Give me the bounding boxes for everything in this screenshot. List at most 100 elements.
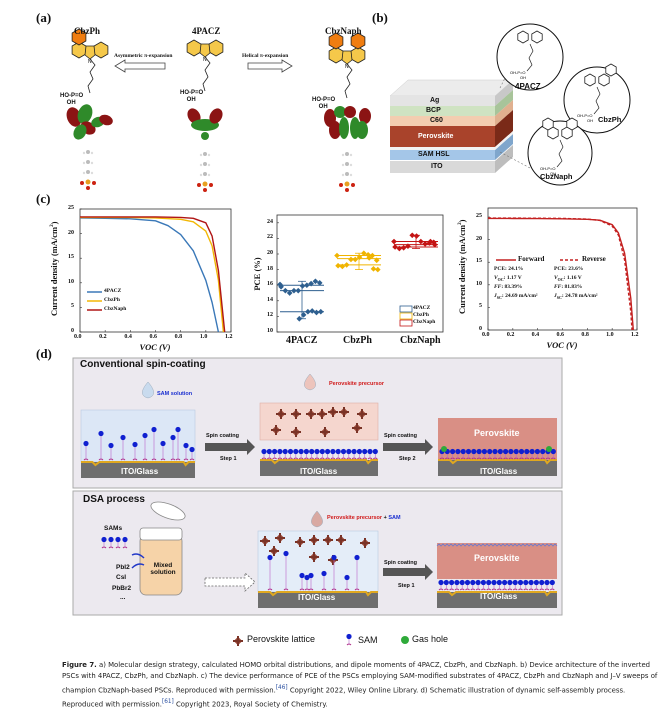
sam-molecule-head — [314, 448, 320, 455]
sam-molecule-head — [518, 448, 525, 455]
gas-hole — [441, 446, 447, 452]
data-point — [312, 278, 319, 285]
sam-molecule-head — [550, 448, 556, 455]
perovskite-lattice-icon-bar — [343, 407, 345, 417]
y-tick-label: 24 — [267, 218, 273, 225]
y-tick-label: 15 — [476, 258, 482, 265]
reference-61[interactable]: [61] — [161, 698, 174, 705]
oxygen-atom — [86, 186, 90, 190]
sam-molecule-head — [356, 448, 362, 455]
sam-molecule-head — [460, 448, 466, 455]
homo-orbital-lobe — [329, 121, 341, 139]
spin-coating-arrow-1 — [205, 439, 255, 455]
device-layer-bcp — [390, 106, 495, 116]
atom — [349, 153, 353, 157]
sam-molecule-head — [508, 448, 514, 455]
sam-molecule-head — [450, 448, 456, 455]
legend-gas-hole-label: Gas hole — [412, 634, 449, 644]
legend-swatch-4pacz — [399, 305, 413, 313]
sam-molecule-head — [83, 440, 89, 447]
sam-molecule-head — [330, 448, 336, 455]
oxygen-atom — [203, 188, 207, 192]
spin-coating-label-2: Spin coating — [384, 433, 417, 439]
benzene-ring — [186, 39, 202, 57]
data-point — [348, 256, 354, 263]
y-tick-label: 25 — [476, 213, 482, 220]
atom — [341, 173, 345, 177]
data-point — [335, 262, 341, 269]
dsa-step1-label: Step 1 — [398, 583, 415, 589]
dsa-substrate-label-1: ITO/Glass — [298, 593, 336, 602]
sam-molecule-head — [266, 448, 272, 455]
legend-label-cbzph: CbzPh — [104, 297, 120, 303]
reference-46[interactable]: [46] — [275, 684, 288, 691]
zoom-line — [499, 151, 531, 169]
jv-curve-cbzph — [80, 216, 225, 333]
molecule-circle-4pacz — [496, 23, 564, 91]
atom — [207, 163, 211, 167]
perovskite-precursor-layer — [259, 402, 379, 441]
legend-gas-hole-icon — [401, 636, 409, 644]
homo-orbital-lobe — [187, 108, 201, 124]
y-axis-label: Current density (mA/cm2) — [49, 221, 59, 316]
perovskite-lattice-icon-bar — [264, 536, 266, 546]
legend-lattice-icon-bar — [237, 636, 239, 646]
phosphorus-atom — [85, 179, 91, 185]
legend-label-4pacz: 4PACZ — [104, 288, 122, 294]
sam-molecule-head — [507, 579, 513, 586]
chart2-frame — [276, 214, 444, 333]
sam-molecule-head — [132, 441, 138, 448]
legend-label-reverse: Reverse — [582, 255, 606, 263]
device-layer-ag — [390, 96, 495, 106]
reagent-more: ... — [120, 594, 126, 601]
panel-d-label: (d) — [36, 346, 52, 361]
sam-molecule-head — [549, 579, 555, 586]
legend-lattice-label: Perovskite lattice — [247, 634, 316, 644]
sam-molecule-head — [539, 579, 545, 586]
atom — [82, 161, 86, 165]
x-tick-label: 1.0 — [199, 334, 208, 340]
sam-molecule-head — [293, 448, 299, 455]
stat-voc: VOC: 1.17 V — [494, 275, 522, 283]
sam-solution-label: SAM solution — [157, 391, 193, 397]
data-point — [431, 241, 438, 248]
sam-molecule-head — [277, 448, 283, 455]
hydroxyl: OH — [550, 171, 556, 176]
legend-swatch-cbzph — [399, 312, 413, 320]
data-point — [291, 287, 297, 294]
atom — [203, 172, 207, 176]
top-sam-layer — [436, 543, 558, 547]
homo-orbital-lobe — [339, 117, 349, 139]
expanded-ring — [328, 32, 344, 50]
dsa-precursor-label: Perovskite precursor + SAM — [327, 515, 401, 521]
perovskite-lattice-icon-bar — [273, 546, 275, 556]
oxygen-atom — [351, 183, 355, 187]
substrate-3-ito-glass — [438, 460, 557, 476]
figure-caption: Figure 7. a) Molecular design strategy, … — [62, 661, 658, 708]
perovskite-lattice-icon-bar — [279, 533, 281, 543]
sam-molecule-head — [497, 448, 503, 455]
y-tick-label: 16 — [267, 281, 273, 288]
sam-molecule-head — [528, 579, 534, 586]
sam-molecule-head — [372, 448, 378, 455]
sam-molecule-head — [115, 536, 121, 543]
sam-molecule-head — [502, 579, 508, 586]
x-tick-label: 0.6 — [556, 332, 565, 338]
mixed-solution-layer — [257, 530, 379, 593]
sam-molecule-head — [464, 579, 471, 586]
sam-molecule-head — [267, 554, 273, 561]
sam-molecule-head — [325, 448, 331, 455]
sam-molecule-head — [108, 536, 114, 543]
sam-molecule-head — [443, 579, 449, 586]
data-point — [361, 250, 367, 257]
data-point — [299, 283, 306, 289]
ring — [566, 117, 578, 131]
perovskite-lattice-icon-bar — [280, 409, 282, 419]
layer-ito: ITO — [431, 163, 443, 170]
sam-molecule-head — [496, 579, 502, 586]
homo-orbital-lobe — [201, 132, 209, 140]
device-layer-side — [495, 90, 513, 116]
reagent-csi: CsI — [116, 574, 127, 581]
helical-expansion-label: Helical π-expansion — [242, 53, 289, 59]
molecule-circle-cbznaph — [527, 120, 593, 186]
